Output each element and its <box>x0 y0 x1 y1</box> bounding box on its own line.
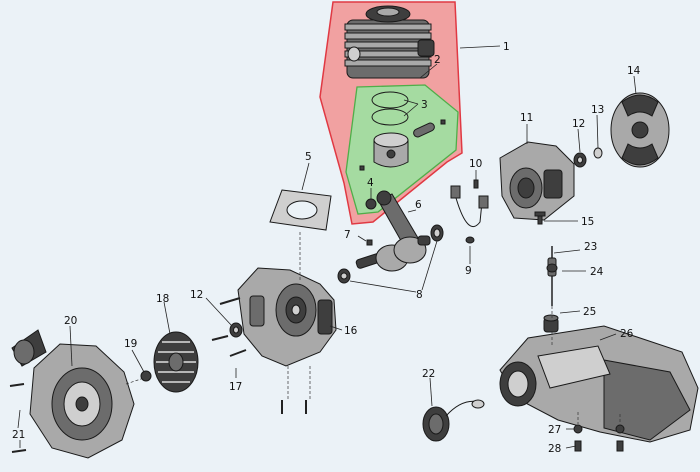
fuel-cap-part <box>422 399 485 442</box>
recoil-starter-part <box>11 329 135 459</box>
needle-bearing-part <box>365 198 377 210</box>
crank-key-part <box>366 239 373 246</box>
washer-27b <box>615 424 625 434</box>
callout-12-top: 12 <box>572 118 585 130</box>
callout-17: 17 <box>229 381 242 393</box>
callout-13: 13 <box>591 104 604 116</box>
screw-part-15 <box>534 211 546 225</box>
callout-23: 23 <box>584 241 597 253</box>
callout-20: 20 <box>64 315 77 327</box>
tank-grommet-part <box>543 314 559 333</box>
callout-15: 15 <box>581 216 594 228</box>
callout-4: 4 <box>367 177 374 189</box>
callout-3: 3 <box>421 99 428 111</box>
cylinder-part <box>344 5 435 79</box>
callout-24: 24 <box>590 266 604 278</box>
screw-28b <box>616 440 624 452</box>
callout-18: 18 <box>156 293 169 305</box>
callout-7: 7 <box>344 229 351 241</box>
callout-27: 27 <box>548 424 561 436</box>
callout-28: 28 <box>548 443 561 455</box>
callout-16: 16 <box>344 325 358 337</box>
piston-part <box>359 119 446 171</box>
callout-19: 19 <box>124 338 137 350</box>
callout-26: 26 <box>620 328 634 340</box>
callout-1: 1 <box>503 41 510 53</box>
callout-leader-lines <box>17 45 637 449</box>
flywheel-part <box>153 331 199 393</box>
callout-9: 9 <box>465 265 472 277</box>
washer-27 <box>573 424 583 434</box>
callout-14: 14 <box>627 65 641 77</box>
clutch-part <box>610 92 670 168</box>
assembly-axis-lines <box>125 232 621 424</box>
pickup-filter-part <box>546 246 558 306</box>
callout-8: 8 <box>416 289 423 301</box>
washer-part <box>593 147 603 159</box>
crankcase-screws <box>211 297 307 414</box>
crankshaft-part <box>355 190 431 272</box>
piston-ring-lower <box>371 108 409 126</box>
cylinder-gasket-part <box>269 189 332 231</box>
crankcase-left-half <box>237 267 337 367</box>
bracket-screw-part <box>473 179 479 189</box>
callout-5: 5 <box>305 151 312 163</box>
starter-screws <box>9 383 27 453</box>
callout-25: 25 <box>583 306 596 318</box>
fuel-tank-part <box>499 325 699 443</box>
callout-11: 11 <box>520 112 533 124</box>
wire-bracket-part <box>455 197 483 227</box>
piston-ring-upper <box>371 91 409 109</box>
flywheel-nut-part <box>140 370 152 382</box>
callout-21: 21 <box>12 429 25 441</box>
callout-6: 6 <box>415 199 422 211</box>
callout-22: 22 <box>422 368 435 380</box>
crankcase-right-half <box>499 141 575 221</box>
callout-12-lower: 12 <box>190 289 203 301</box>
callout-2: 2 <box>434 54 441 66</box>
callout-labels: 1 2 3 4 5 6 7 8 9 10 11 12 12 13 14 15 1… <box>12 41 641 455</box>
callout-10: 10 <box>469 158 482 170</box>
